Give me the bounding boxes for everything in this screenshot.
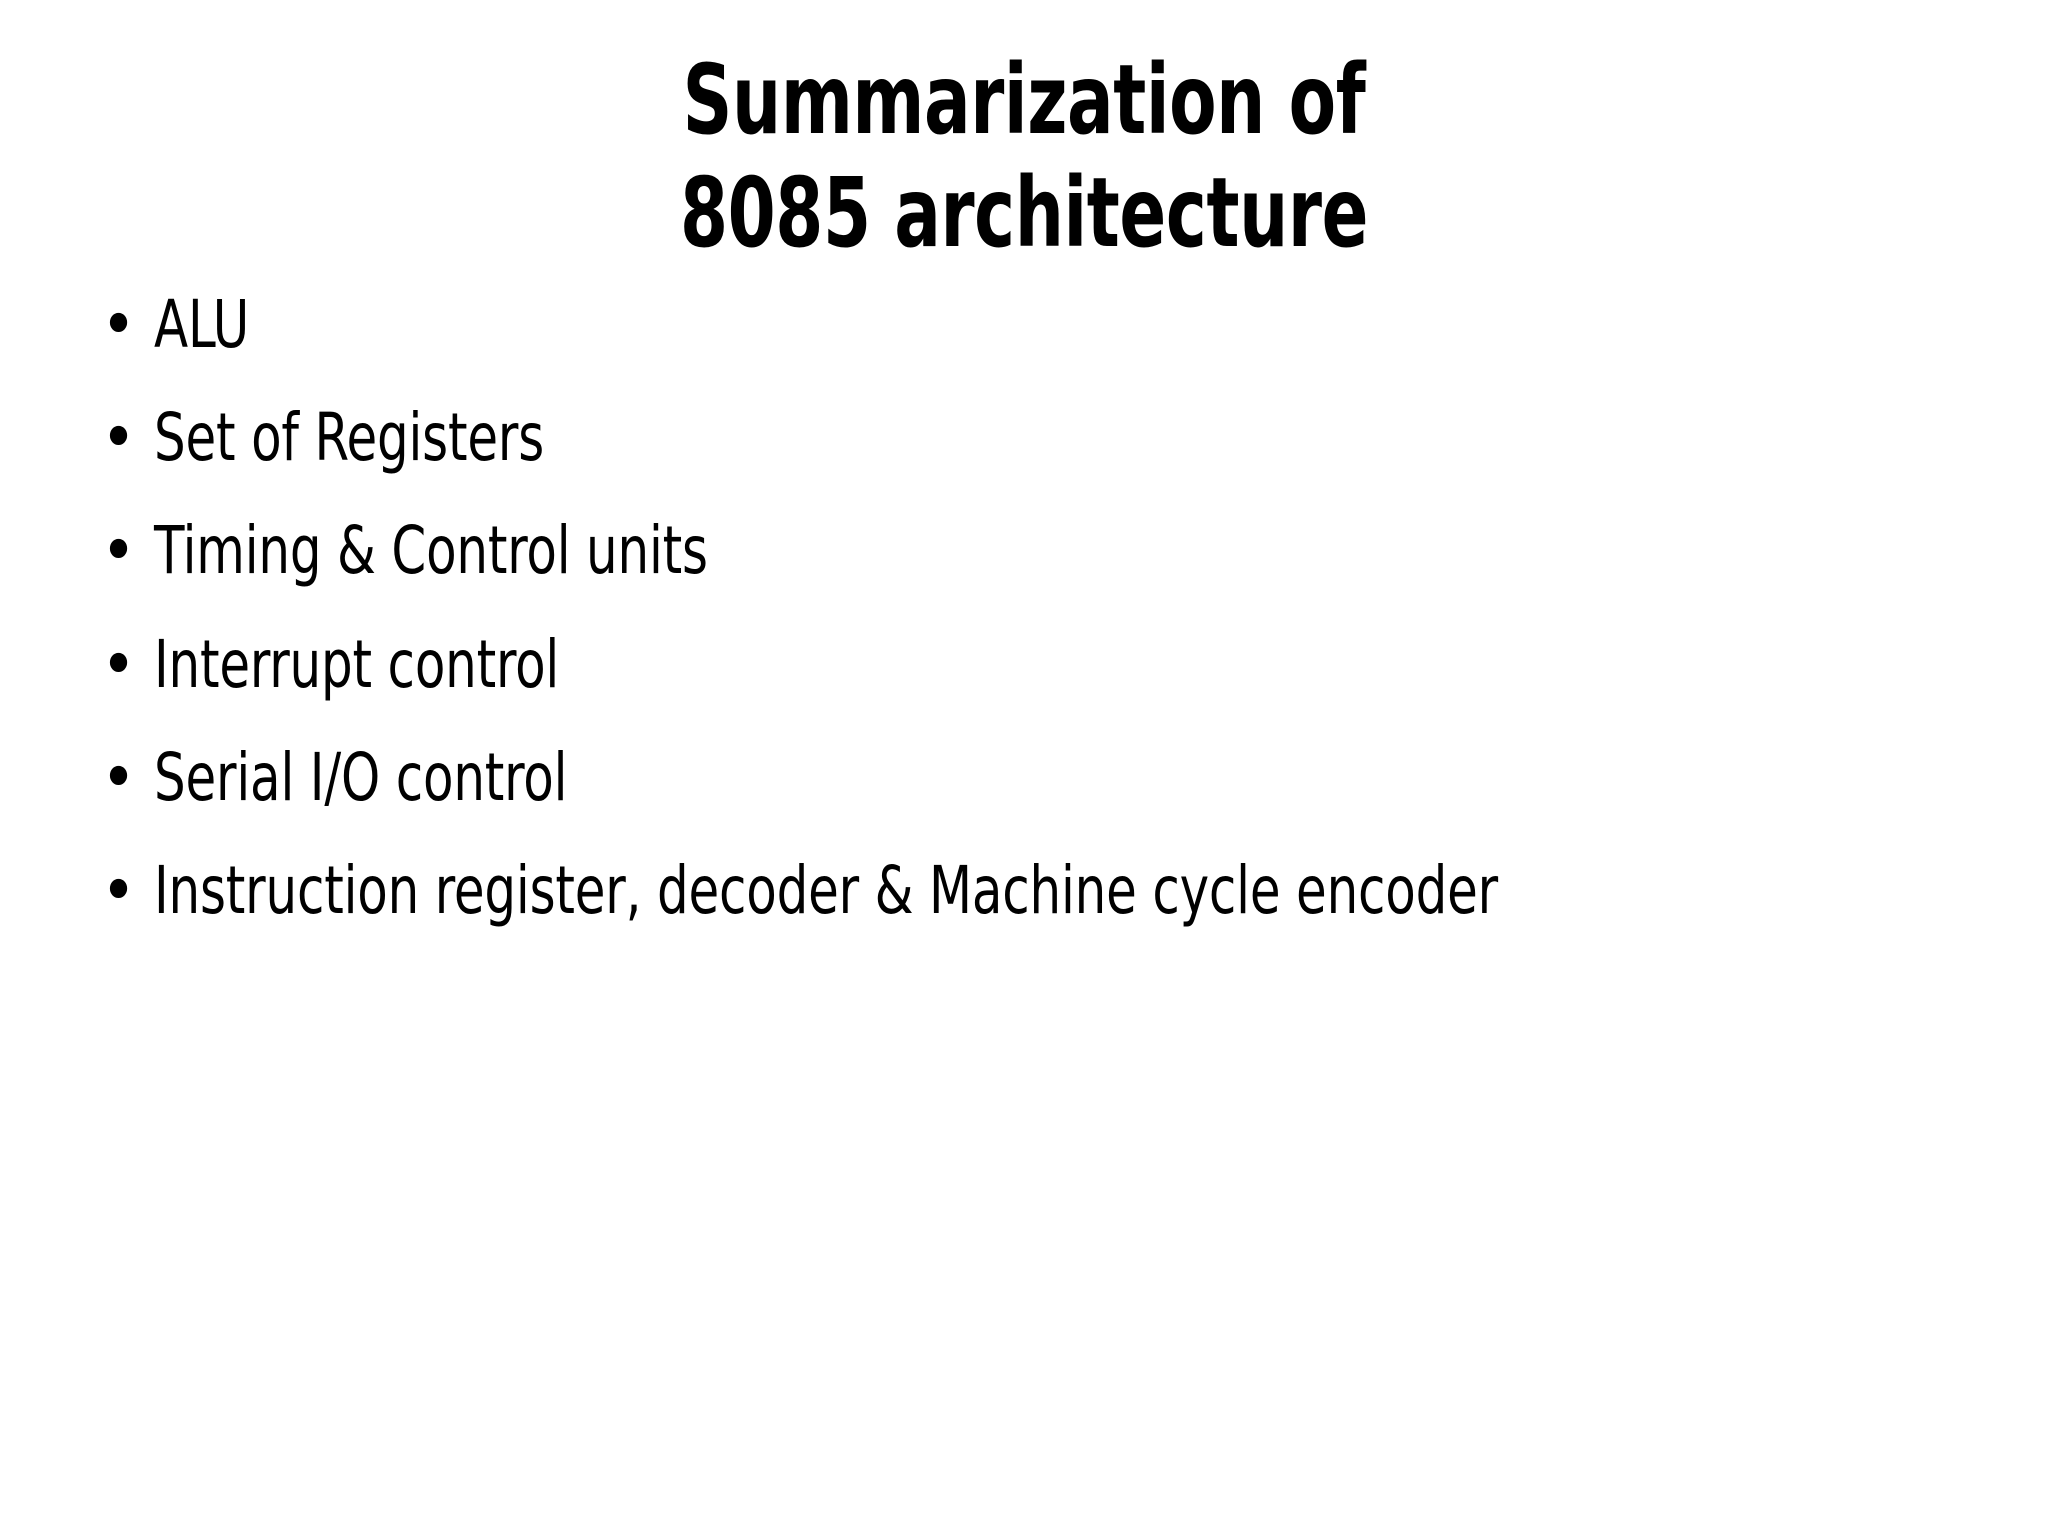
list-item: • Set of Registers [92,399,1992,476]
list-item-label: ALU [154,286,250,363]
list-item: • Instruction register, decoder & Machin… [92,852,1992,929]
list-item: • Serial I/O control [92,739,1992,816]
title-line-2: 8085 architecture [679,157,1369,270]
list-item-label: Instruction register, decoder & Machine … [154,852,1498,930]
list-item: • Interrupt control [92,626,1992,703]
list-item-label: Serial I/O control [154,738,568,816]
bullet-point-icon: • [101,399,136,477]
bullet-point-icon: • [101,625,136,703]
slide-bullet-list: • ALU • Set of Registers • Timing & Cont… [92,286,1992,929]
list-item-label: Set of Registers [154,399,545,477]
bullet-point-icon: • [101,286,136,363]
title-line-1: Summarization of [682,44,1366,156]
bullet-point-icon: • [101,512,136,590]
bullet-point-icon: • [101,738,136,816]
list-item: • ALU [92,286,1992,363]
list-item-label: Timing & Control units [154,512,708,590]
bullet-point-icon: • [101,852,136,930]
list-item: • Timing & Control units [92,512,1992,589]
list-item-label: Interrupt control [154,625,560,703]
slide-title: Summarization of 8085 architecture [0,44,2048,271]
